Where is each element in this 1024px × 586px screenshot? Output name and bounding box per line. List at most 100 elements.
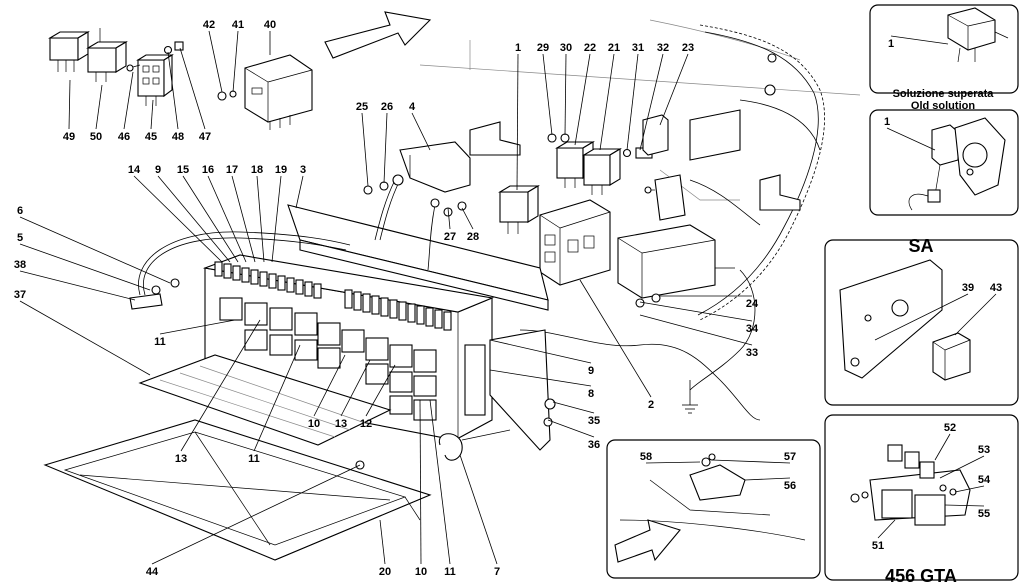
relay-49: [48, 31, 90, 72]
callout-c33: 33: [746, 347, 758, 359]
callout-c41: 41: [232, 19, 244, 31]
nut-33: [635, 298, 645, 308]
leader-c4: [411, 112, 431, 151]
leader-c15: [182, 175, 239, 263]
leader-c14: [133, 175, 223, 263]
washer-31: [622, 148, 632, 158]
callout-c20: 20: [379, 566, 391, 578]
callout-c34: 34: [746, 323, 759, 335]
inset-old-solution-bottom: [869, 109, 1019, 216]
callout-c19: 19: [275, 164, 287, 176]
callout-c26: 26: [381, 101, 393, 113]
leader-c45: [150, 99, 154, 130]
callout-c1a: 1: [515, 42, 521, 54]
fuse-row-left: [214, 261, 322, 299]
mounting-plate-3: [287, 204, 549, 311]
callout-c10b: 10: [415, 566, 427, 578]
washer-25: [363, 185, 373, 195]
callout-c47: 47: [199, 131, 211, 143]
relays-on-box: [219, 297, 437, 421]
junction-block-2: [539, 199, 611, 286]
washer-28: [457, 201, 467, 211]
leader-c12: [365, 364, 396, 417]
callout-c31: 31: [632, 42, 644, 54]
leader-c7: [459, 454, 498, 565]
leader-c5: [19, 243, 151, 291]
old-solution-english: Old solution: [911, 100, 975, 112]
leader-c8: [489, 369, 592, 387]
leader-c35: [552, 401, 595, 414]
callout-c37: 37: [14, 289, 26, 301]
leader-c33: [639, 314, 753, 346]
inset-sa: [824, 239, 1019, 406]
leader-c58: [645, 461, 701, 464]
relay-socket-45: [136, 54, 174, 106]
leader-c1c: [886, 127, 936, 151]
washer-29: [547, 133, 557, 143]
callout-c29: 29: [537, 42, 549, 54]
leader-c2: [579, 279, 652, 398]
callout-c16: 16: [202, 164, 214, 176]
leader-c57: [711, 459, 791, 464]
inset-456-gta: [824, 414, 1019, 581]
callout-c49: 49: [63, 131, 75, 143]
leader-c22: [574, 53, 591, 146]
callout-c45: 45: [145, 131, 157, 143]
module-23: [642, 114, 669, 156]
callout-c43: 43: [990, 282, 1002, 294]
leader-c31: [626, 53, 639, 151]
callout-c14: 14: [128, 164, 141, 176]
model-label: 456 GTA: [885, 566, 957, 586]
leader-c17: [231, 175, 256, 263]
callout-c18: 18: [251, 164, 263, 176]
leader-c51: [877, 519, 896, 539]
leader-c23: [659, 53, 689, 126]
leader-c56: [744, 477, 791, 481]
relay-21: [582, 148, 622, 195]
leader-c36: [547, 419, 595, 438]
leader-c16: [207, 175, 247, 263]
callout-c11b: 11: [248, 453, 260, 465]
washer-36: [543, 417, 553, 427]
callout-c4: 4: [409, 101, 416, 113]
callout-c51: 51: [872, 540, 884, 552]
callout-c12: 12: [360, 418, 372, 430]
leader-c1b: [890, 35, 949, 45]
battery-cable: [374, 174, 440, 271]
bracket-right: [469, 109, 801, 211]
callout-c9b: 9: [588, 365, 594, 377]
callout-c25: 25: [356, 101, 368, 113]
callout-c58: 58: [640, 451, 652, 463]
leader-c54: [954, 485, 985, 493]
callout-c46: 46: [118, 131, 130, 143]
screw-46: [126, 64, 141, 72]
leader-c21: [599, 53, 615, 151]
callout-c11c: 11: [444, 566, 456, 578]
callout-c1c: 1: [884, 116, 890, 128]
leader-c32: [639, 53, 664, 151]
nut-42: [217, 91, 227, 101]
cable-loop: [138, 231, 351, 296]
leader-c38: [19, 270, 136, 301]
leader-c39: [874, 293, 969, 341]
nut-47: [174, 41, 184, 51]
leader-c34: [639, 301, 753, 322]
callout-c36: 36: [588, 439, 600, 451]
leader-c10a: [313, 354, 346, 417]
callout-c55: 55: [978, 508, 990, 520]
callout-c53: 53: [978, 444, 990, 456]
bracket-9: [489, 329, 551, 451]
inset-old-solution-top: [869, 4, 1019, 94]
washer-30: [560, 133, 570, 143]
callout-c5: 5: [17, 232, 23, 244]
leader-c47: [179, 47, 206, 130]
callout-c57: 57: [784, 451, 796, 463]
leader-lines: [19, 30, 997, 565]
callout-c15: 15: [177, 164, 189, 176]
callout-c21: 21: [608, 42, 620, 54]
leader-c41: [232, 30, 239, 93]
callout-c42: 42: [203, 19, 215, 31]
leader-c37: [19, 300, 151, 376]
callout-c8: 8: [588, 388, 594, 400]
